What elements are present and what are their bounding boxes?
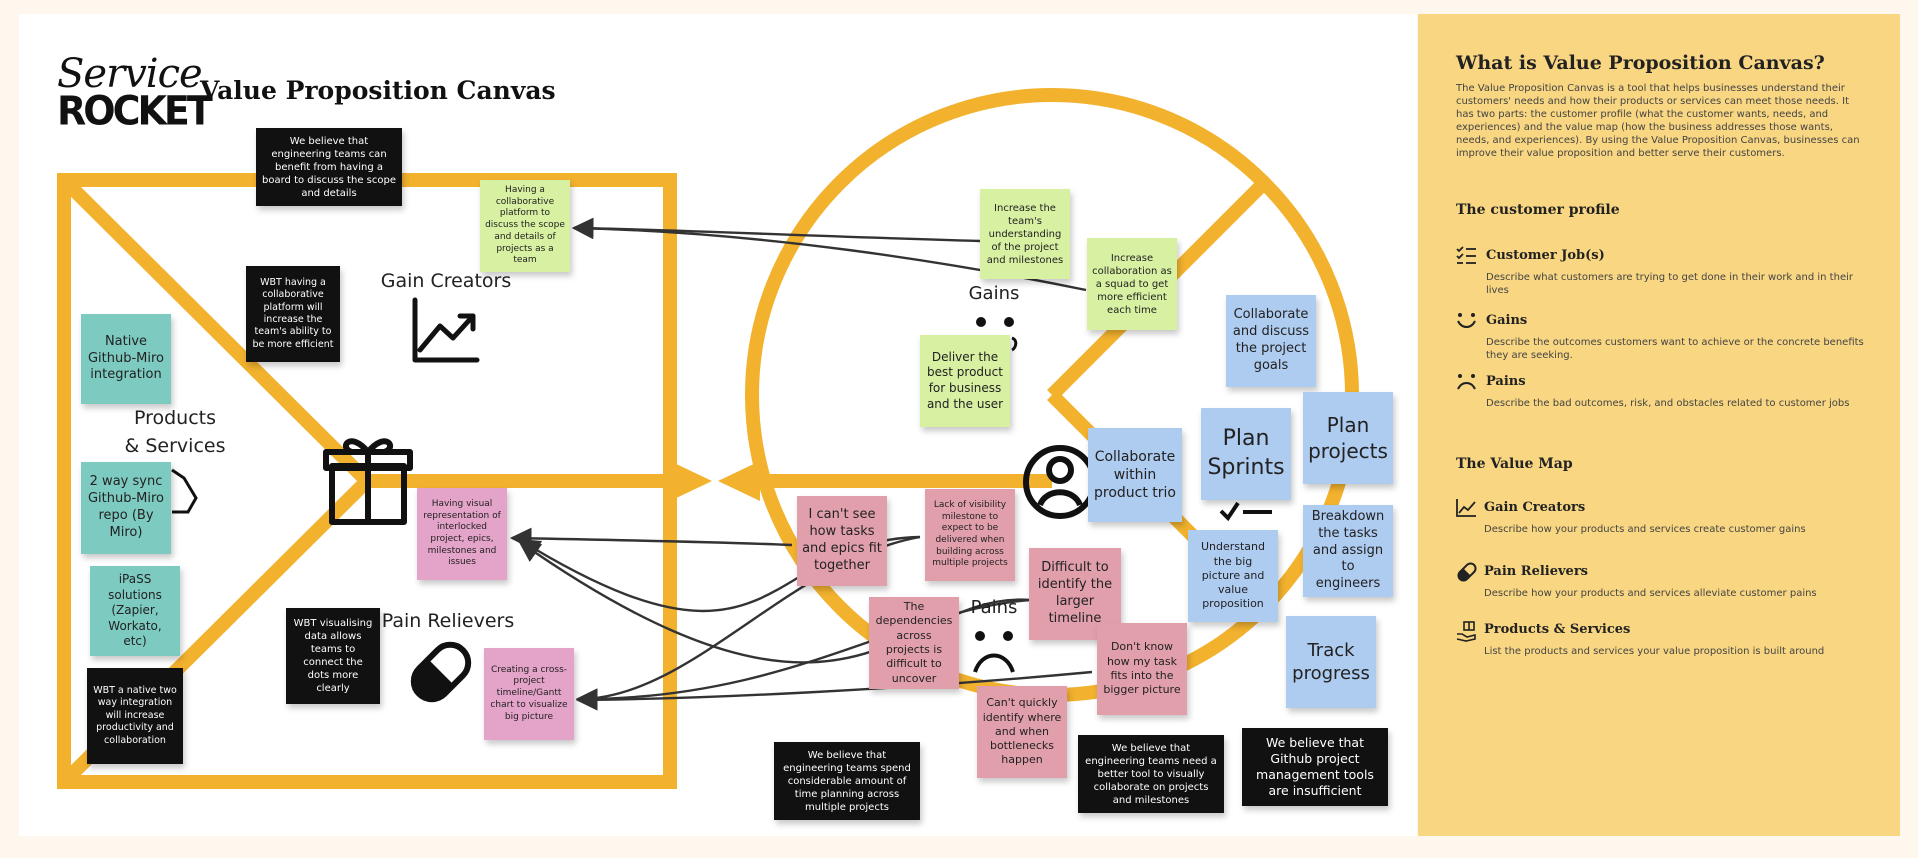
sticky-note-customer-job[interactable]: Collaborate and discuss the project goal… [1226, 295, 1316, 387]
page-title: Value Proposition Canvas [200, 76, 556, 105]
sticky-note-pain[interactable]: Can't quickly identify where and when bo… [977, 686, 1067, 778]
sticky-note-customer-job[interactable]: Breakdown the tasks and assign to engine… [1303, 505, 1393, 597]
frown-icon [1457, 374, 1476, 390]
check-icon [1219, 501, 1272, 522]
sticky-note-hypothesis[interactable]: We believe that engineering teams can be… [256, 128, 402, 206]
sticky-note-customer-job[interactable]: Understand the big picture and value pro… [1188, 530, 1278, 622]
products-label-line2: & Services [124, 435, 226, 457]
sticky-note-gain[interactable]: Deliver the best product for business an… [920, 335, 1010, 427]
pains-label: Pains [970, 597, 1018, 618]
sticky-note-hypothesis[interactable]: WBT a native two way integration will in… [87, 668, 183, 764]
info-panel: What is Value Proposition Canvas? The Va… [1418, 14, 1900, 836]
gains-desc: Describe the outcomes customers want to … [1486, 337, 1864, 361]
gain-creators-title: Gain Creators [1484, 500, 1586, 515]
sticky-note-hypothesis[interactable]: WBT having a collaborative platform will… [246, 266, 340, 362]
pain-relievers-title: Pain Relievers [1484, 564, 1588, 579]
info-intro: The Value Proposition Canvas is a tool t… [1456, 83, 1860, 159]
customer-profile-heading: The customer profile [1456, 202, 1620, 218]
pill-small-icon [1457, 562, 1477, 582]
customer-jobs-title: Customer Job(s) [1486, 248, 1605, 263]
gain-creators-label: Gain Creators [380, 270, 512, 292]
products-title: Products & Services [1484, 622, 1631, 637]
frown-icon [973, 631, 1015, 673]
sticky-note-product[interactable]: 2 way sync Github-Miro repo (By Miro) [81, 462, 171, 554]
pill-icon [410, 641, 472, 703]
sticky-note-hypothesis[interactable]: We believe that engineering teams need a… [1078, 735, 1224, 813]
chart-line-icon [1456, 499, 1476, 517]
sticky-note-gain[interactable]: Increase the team's understanding of the… [980, 189, 1070, 279]
sticky-note-pain[interactable]: The dependencies across projects is diff… [869, 597, 959, 689]
sticky-note-pain-reliever[interactable]: Creating a cross-project timeline/Gantt … [484, 648, 574, 740]
sticky-note-pain-reliever[interactable]: Having visual representation of interloc… [417, 488, 507, 580]
products-desc: List the products and services your valu… [1484, 646, 1825, 657]
sticky-note-hypothesis[interactable]: WBT visualising data allows teams to con… [286, 608, 380, 704]
smile-icon [1457, 313, 1476, 328]
sticky-note-customer-job[interactable]: Track progress [1286, 616, 1376, 708]
sticky-note-pain[interactable]: Don't know how my task fits into the big… [1097, 623, 1187, 715]
value-map-arrow [670, 461, 712, 501]
sticky-note-customer-job[interactable]: Plan Sprints [1201, 408, 1291, 500]
gift-icon [323, 438, 413, 525]
gains-title: Gains [1486, 313, 1528, 328]
smile-icon [976, 317, 1018, 352]
pain-relievers-label: Pain Relievers [381, 610, 515, 632]
sticky-note-pain[interactable]: Lack of visibility milestone to expect t… [925, 489, 1015, 581]
customer-jobs-desc: Describe what customers are trying to ge… [1486, 272, 1853, 296]
gain-creators-desc: Describe how your products and services … [1484, 524, 1806, 535]
sticky-note-pain[interactable]: I can't see how tasks and epics fit toge… [797, 496, 887, 586]
sticky-note-hypothesis[interactable]: We believe that Github project managemen… [1242, 728, 1388, 806]
logo-rocket: ROCKET [57, 87, 213, 135]
checklist-icon [1456, 246, 1476, 264]
value-map-heading: The Value Map [1456, 456, 1573, 472]
hand-gift-icon [171, 468, 198, 514]
sticky-note-gain[interactable]: Having a collaborative platform to discu… [480, 180, 570, 272]
pain-relievers-desc: Describe how your products and services … [1484, 588, 1817, 599]
trend-chart-icon [412, 297, 480, 363]
sticky-note-customer-job[interactable]: Plan projects [1303, 392, 1393, 484]
hand-gift-icon [1456, 621, 1476, 642]
sticky-note-hypothesis[interactable]: We believe that engineering teams spend … [774, 742, 920, 820]
products-services-label: Products & Services [122, 404, 228, 460]
products-label-line1: Products [133, 407, 217, 429]
gains-label: Gains [968, 283, 1020, 304]
info-title: What is Value Proposition Canvas? [1456, 52, 1825, 74]
sticky-note-product[interactable]: Native Github-Miro integration [81, 314, 171, 404]
pains-desc: Describe the bad outcomes, risk, and obs… [1486, 398, 1850, 409]
pains-title: Pains [1486, 374, 1526, 389]
customer-profile-arrow [718, 461, 760, 501]
sticky-note-customer-job[interactable]: Collaborate within product trio [1088, 428, 1182, 522]
sticky-note-gain[interactable]: Increase collaboration as a squad to get… [1087, 238, 1177, 330]
sticky-note-product[interactable]: iPaSS solutions (Zapier, Workato, etc) [90, 566, 180, 656]
